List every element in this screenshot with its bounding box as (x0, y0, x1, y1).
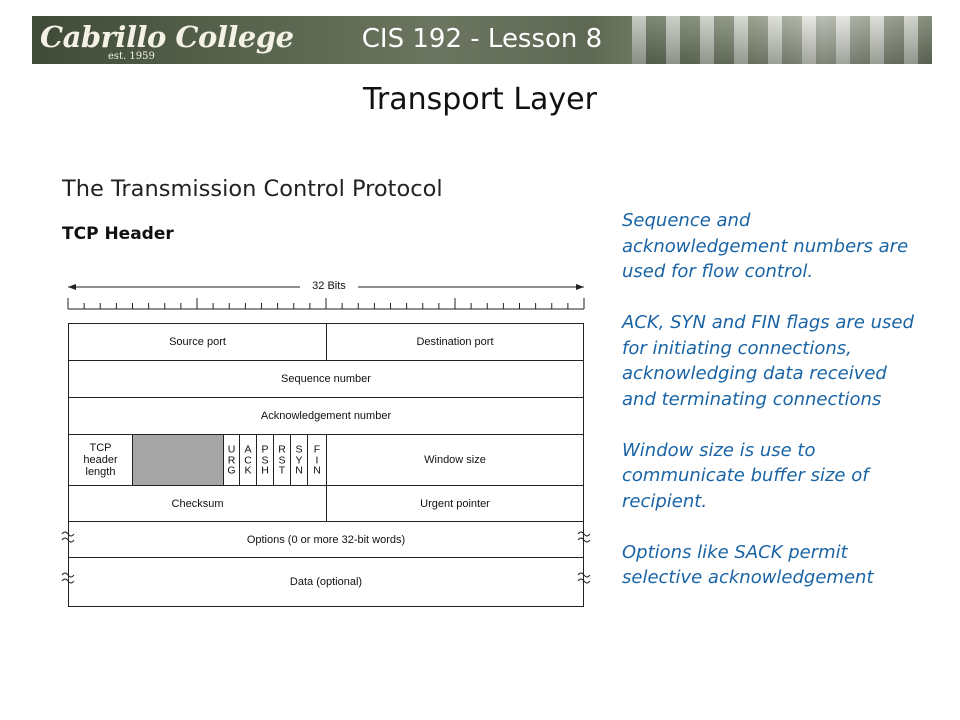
field-checksum: Checksum (68, 485, 327, 522)
bit-width-label: 32 Bits (312, 280, 346, 292)
note-options: Options like SACK permit selective ackno… (622, 541, 874, 589)
field-ack-number: Acknowledgement number (68, 397, 584, 435)
field-window-size: Window size (326, 434, 584, 486)
lesson-title: CIS 192 - Lesson 8 (361, 24, 603, 54)
logo-wordmark: Cabrillo College (40, 20, 294, 54)
field-urgent-pointer: Urgent pointer (326, 485, 584, 522)
note-flow-control: Sequence and acknowledgement numbers are… (622, 210, 909, 282)
tcp-header-diagram: 32 Bits Source port Destination port Seq… (60, 272, 600, 612)
banner-photo (632, 16, 932, 64)
section-heading: The Transmission Control Protocol (62, 176, 443, 202)
field-sequence-number: Sequence number (68, 360, 584, 398)
field-destination-port: Destination port (326, 323, 584, 361)
note-window-size: Window size is use to communicate buffer… (622, 439, 869, 512)
field-data: Data (optional) (68, 557, 584, 607)
college-logo: Cabrillo College est. 1959 (40, 18, 294, 62)
field-source-port: Source port (68, 323, 327, 361)
subheading: TCP Header (62, 224, 174, 244)
field-header-length: TCP header length (68, 434, 133, 486)
notes: Sequence and acknowledgement numbers are… (622, 208, 918, 616)
bit-ruler (67, 284, 585, 310)
logo-est: est. 1959 (108, 51, 155, 62)
header-banner: Cabrillo College est. 1959 CIS 192 - Les… (32, 16, 932, 64)
field-options: Options (0 or more 32-bit words) (68, 521, 584, 558)
page-title: Transport Layer (363, 82, 597, 117)
field-reserved (132, 434, 224, 486)
note-flags: ACK, SYN and FIN flags are used for init… (622, 312, 914, 410)
